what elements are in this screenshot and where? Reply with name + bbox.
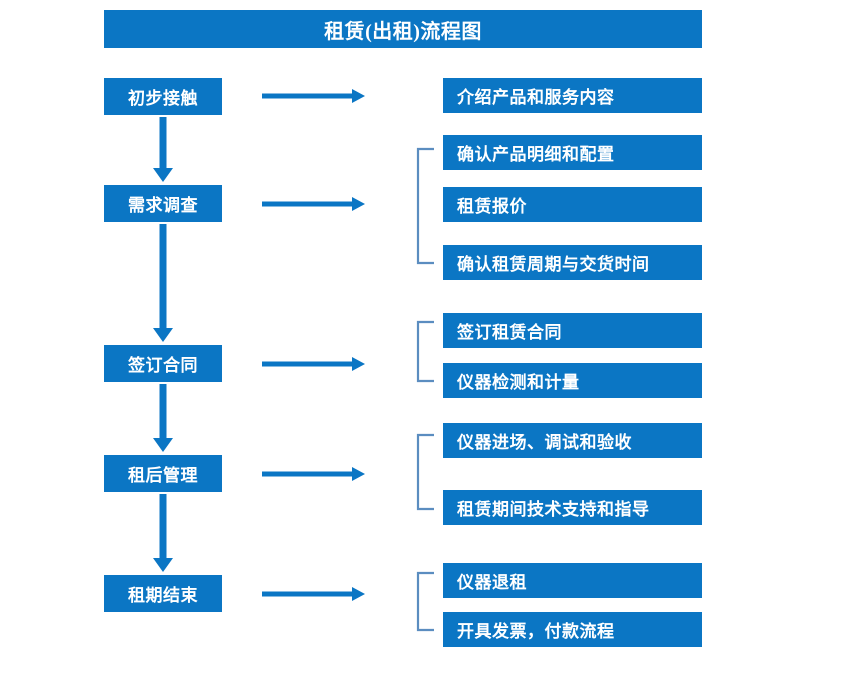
bracket-group-2 xyxy=(416,147,434,265)
stage-box-4[interactable]: 租后管理 xyxy=(104,455,222,492)
detail-box-4-2[interactable]: 租赁期间技术支持和指导 xyxy=(443,490,702,525)
bracket-group-4 xyxy=(416,433,434,511)
vertical-arrow-3 xyxy=(153,384,173,452)
detail-box-5-2[interactable]: 开具发票，付款流程 xyxy=(443,612,702,647)
detail-box-3-1[interactable]: 签订租赁合同 xyxy=(443,313,702,348)
detail-box-2-3[interactable]: 确认租赁周期与交货时间 xyxy=(443,245,702,280)
stage-box-2[interactable]: 需求调查 xyxy=(104,185,222,222)
vertical-arrow-4 xyxy=(153,494,173,572)
vertical-arrow-1 xyxy=(153,117,173,182)
detail-box-4-1[interactable]: 仪器进场、调试和验收 xyxy=(443,423,702,458)
horizontal-arrow-4 xyxy=(262,467,365,481)
stage-box-3[interactable]: 签订合同 xyxy=(104,345,222,382)
horizontal-arrow-3 xyxy=(262,357,365,371)
detail-box-2-2[interactable]: 租赁报价 xyxy=(443,187,702,222)
detail-box-1-1[interactable]: 介绍产品和服务内容 xyxy=(443,78,702,113)
vertical-arrow-2 xyxy=(153,224,173,342)
horizontal-arrow-1 xyxy=(262,89,365,103)
stage-box-5[interactable]: 租期结束 xyxy=(104,575,222,612)
flowchart-title: 租赁(出租)流程图 xyxy=(104,10,702,48)
detail-box-3-2[interactable]: 仪器检测和计量 xyxy=(443,363,702,398)
detail-box-2-1[interactable]: 确认产品明细和配置 xyxy=(443,135,702,170)
horizontal-arrow-5 xyxy=(262,587,365,601)
detail-box-5-1[interactable]: 仪器退租 xyxy=(443,563,702,598)
bracket-group-3 xyxy=(416,320,434,383)
stage-box-1[interactable]: 初步接触 xyxy=(104,78,222,115)
horizontal-arrow-2 xyxy=(262,197,365,211)
bracket-group-5 xyxy=(416,571,434,632)
